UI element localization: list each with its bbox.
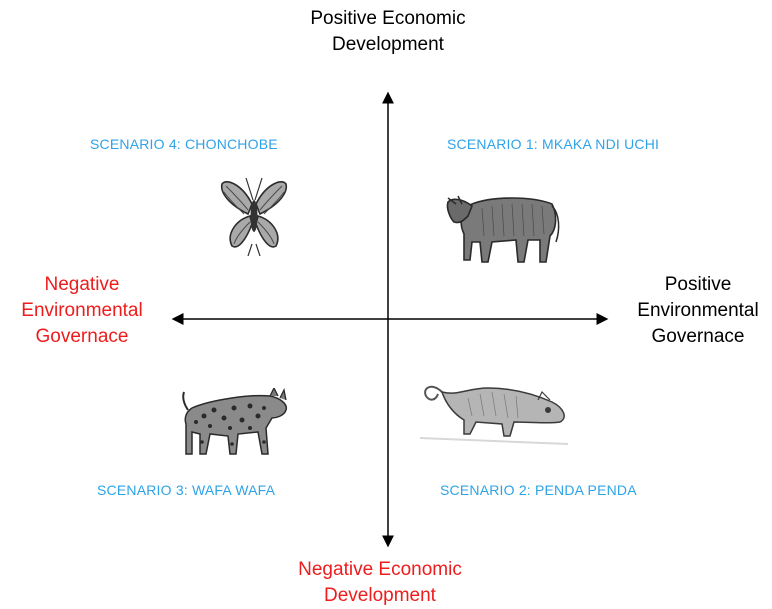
axis-label-left-line1: Negative	[44, 274, 120, 295]
axis-label-bottom: Negative Economic Development	[260, 557, 500, 609]
axis-label-right-line2: Environmental	[637, 300, 759, 321]
axis-label-right-line1: Positive	[664, 274, 732, 295]
axis-label-right: Positive Environmental Governace	[624, 272, 772, 350]
axis-label-top-line1: Positive Economic	[310, 8, 466, 29]
cow-icon	[446, 195, 560, 263]
scenario-1-label: SCENARIO 1: MKAKA NDI UCHI	[447, 136, 660, 152]
scenario-2-label: SCENARIO 2: PENDA PENDA	[440, 482, 637, 498]
axis-label-bottom-line1: Negative Economic	[298, 559, 462, 580]
axis-label-left-line2: Environmental	[21, 300, 143, 321]
scenario-3-label: SCENARIO 3: WAFA WAFA	[97, 482, 276, 498]
axis-label-left: Negative Environmental Governace	[8, 272, 156, 350]
axis-label-right-line3: Governace	[651, 326, 745, 347]
chameleon-icon	[419, 385, 569, 445]
axis-label-left-line3: Governace	[35, 326, 129, 347]
axis-label-top: Positive Economic Development	[268, 6, 508, 58]
butterfly-icon	[220, 177, 288, 256]
axis-label-top-line2: Development	[332, 34, 444, 55]
hyena-icon	[182, 388, 288, 455]
scenario-4-label: SCENARIO 4: CHONCHOBE	[90, 136, 278, 152]
axis-label-bottom-line2: Development	[324, 585, 436, 606]
